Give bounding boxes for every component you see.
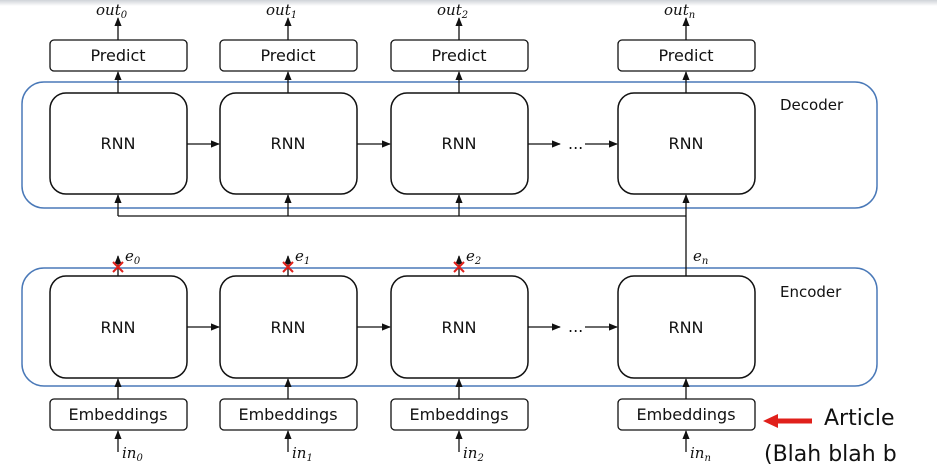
decoder-rnn-label: RNN bbox=[441, 134, 476, 153]
decoder-ellipsis: ... bbox=[568, 134, 583, 153]
article-text-preview: (Blah blah b bbox=[764, 442, 897, 465]
encoding-label: en bbox=[693, 247, 708, 267]
output-label: out1 bbox=[266, 1, 297, 21]
embeddings-label: Embeddings bbox=[68, 405, 167, 424]
decoder-container bbox=[21, 81, 878, 209]
top-shadow-bar bbox=[0, 0, 937, 6]
decoder-label: Decoder bbox=[780, 96, 844, 114]
decoder-rnn-label: RNN bbox=[270, 134, 305, 153]
encoder-rnn-label: RNN bbox=[441, 318, 476, 337]
red-arrow-icon bbox=[763, 414, 812, 428]
encoding-label: e2 bbox=[466, 247, 481, 267]
blocked-cross-icon bbox=[453, 261, 465, 273]
input-label: in2 bbox=[463, 444, 484, 464]
encoder-rnn-label: RNN bbox=[270, 318, 305, 337]
output-label: outn bbox=[664, 1, 695, 21]
encoder-container bbox=[21, 267, 878, 387]
embeddings-label: Embeddings bbox=[636, 405, 735, 424]
input-label: inn bbox=[690, 444, 711, 464]
embeddings-label: Embeddings bbox=[409, 405, 508, 424]
predict-label: Predict bbox=[90, 46, 145, 65]
decoder-rnn-label: RNN bbox=[668, 134, 703, 153]
blocked-cross-icon bbox=[282, 261, 294, 273]
embeddings-label: Embeddings bbox=[238, 405, 337, 424]
input-label: in0 bbox=[122, 444, 143, 464]
encoder-label: Encoder bbox=[780, 283, 842, 301]
encoder-rnn-label: RNN bbox=[100, 318, 135, 337]
output-label: out0 bbox=[96, 1, 128, 21]
encoding-label: e0 bbox=[125, 247, 141, 267]
encoder-ellipsis: ... bbox=[568, 317, 583, 336]
predict-label: Predict bbox=[658, 46, 713, 65]
decoder-rnn-label: RNN bbox=[100, 134, 135, 153]
predict-label: Predict bbox=[260, 46, 315, 65]
output-label: out2 bbox=[437, 1, 468, 21]
encoding-label: e1 bbox=[295, 247, 310, 267]
predict-label: Predict bbox=[431, 46, 486, 65]
article-label: Article bbox=[824, 406, 895, 431]
encoder-rnn-label: RNN bbox=[668, 318, 703, 337]
input-label: in1 bbox=[292, 444, 313, 464]
blocked-cross-icon bbox=[112, 261, 124, 273]
